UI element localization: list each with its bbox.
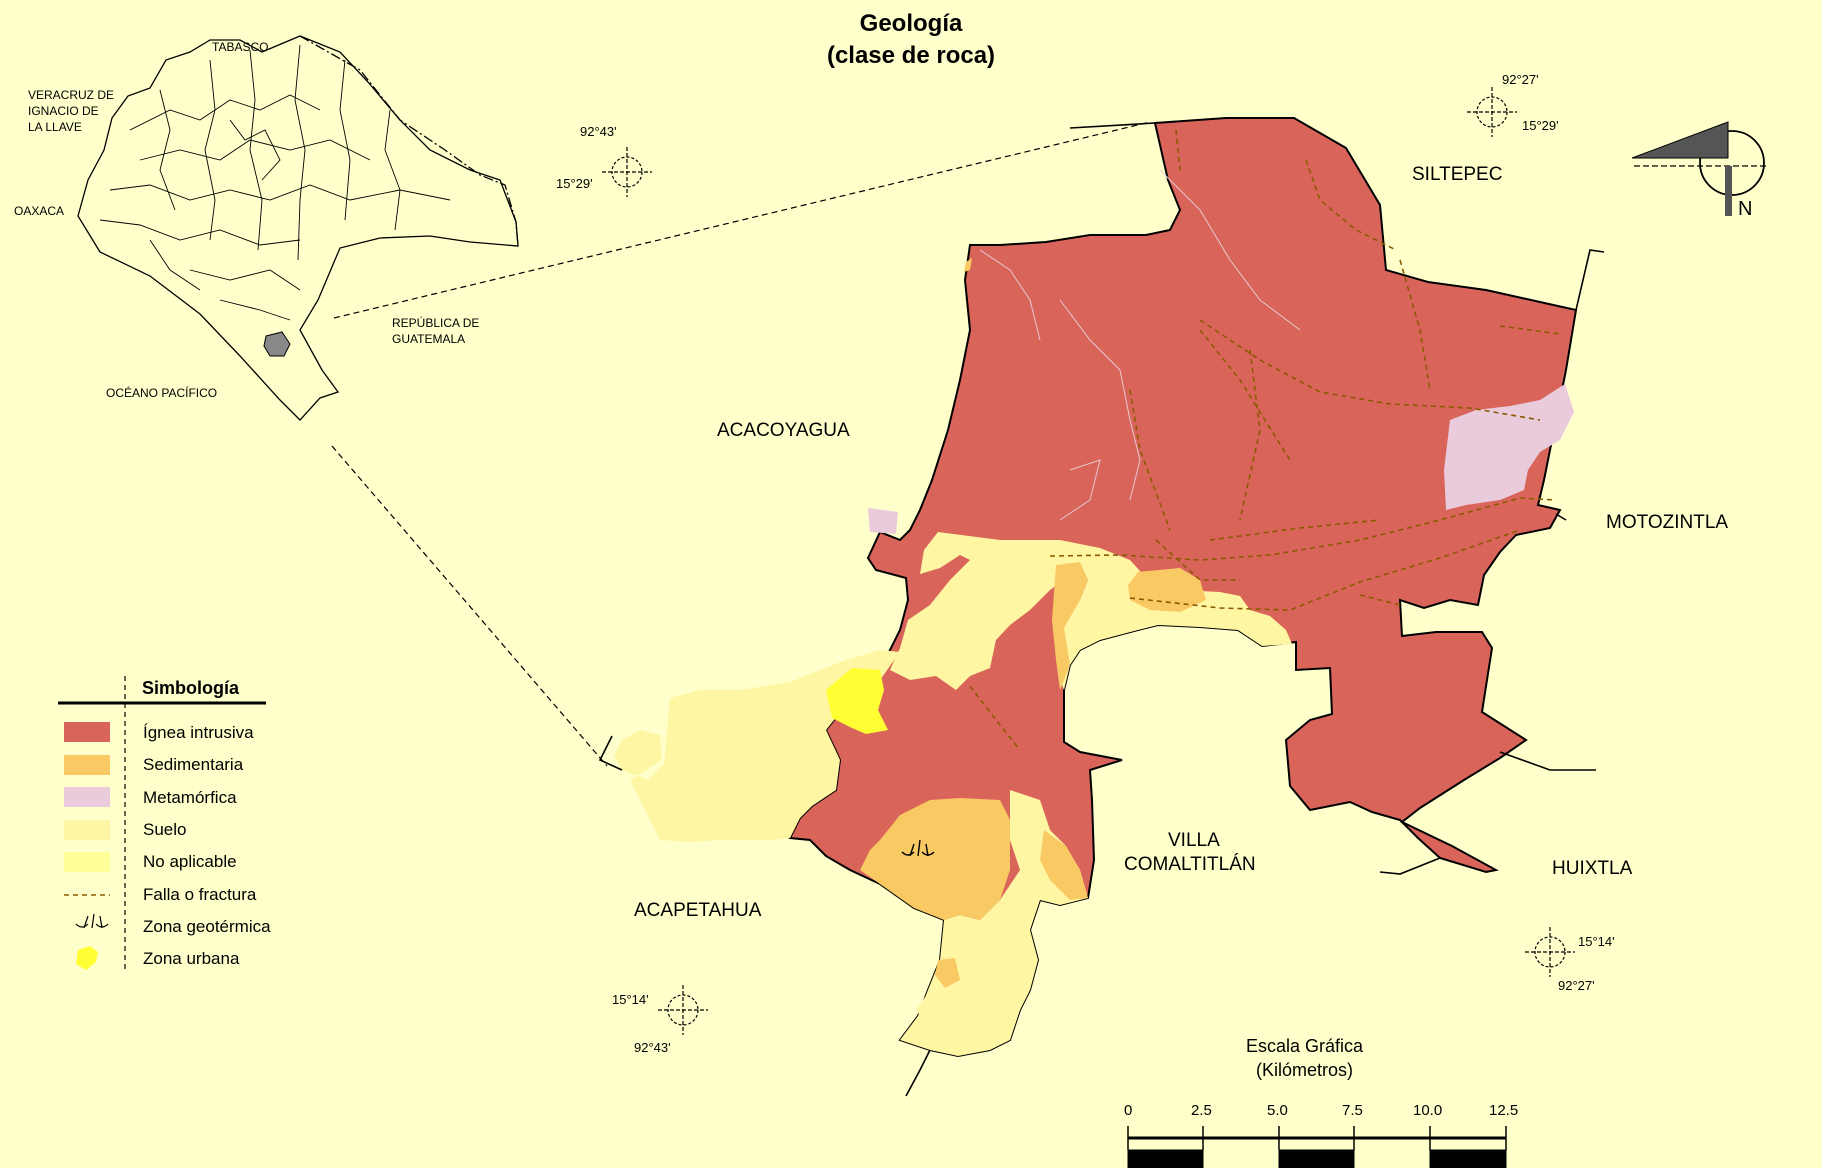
- soil-area-lowland: [916, 950, 990, 1040]
- sedimentary-area-mid: [1052, 562, 1088, 690]
- inset-connector-lines: [331, 121, 1151, 767]
- scale-tick-5: 12.5: [1489, 1102, 1519, 1119]
- coordinate-crosshairs: [602, 87, 1575, 1035]
- inset-municipal-lines: [99, 44, 451, 321]
- geothermal-icon: [901, 839, 935, 857]
- legend-swatch-not-applicable: [64, 852, 110, 872]
- coord-ne-lon: 92°27': [1502, 72, 1539, 87]
- label-motozintla: MOTOZINTLA: [1606, 512, 1729, 533]
- inset-label-guatemala-2: GUATEMALA: [392, 332, 466, 346]
- crosshair-sw-icon: [658, 985, 708, 1035]
- legend-label-sedimentary: Sedimentaria: [143, 755, 244, 774]
- coord-nw-lon: 92°43': [580, 124, 617, 139]
- coord-ne-lat: 15°29': [1522, 118, 1559, 133]
- external-boundary-lines: [598, 122, 1605, 1097]
- label-acacoyagua: ACACOYAGUA: [717, 420, 850, 441]
- river-lines: [979, 169, 1301, 521]
- inset-label-tabasco: TABASCO: [212, 40, 269, 54]
- scale-tick-1: 2.5: [1191, 1102, 1212, 1119]
- inset-state-map: [77, 35, 519, 421]
- scale-tick-4: 10.0: [1413, 1102, 1443, 1119]
- coord-nw-lat: 15°29': [556, 176, 593, 191]
- scale-bar: [1127, 1126, 1507, 1168]
- scale-tick-0: 0: [1124, 1102, 1133, 1119]
- label-acapetahua: ACAPETAHUA: [634, 900, 762, 921]
- coord-se-lon: 92°27': [1558, 978, 1595, 993]
- scale-tick-3: 7.5: [1342, 1102, 1363, 1119]
- label-villa-line1: VILLA: [1168, 830, 1220, 851]
- sedimentary-area-south: [860, 798, 1010, 920]
- inset-dashdot-border: [299, 35, 519, 247]
- map-title-line2: (clase de roca): [826, 42, 996, 69]
- inset-label-veracruz-1: VERACRUZ DE: [28, 88, 115, 102]
- fault-lines: [969, 129, 1561, 751]
- legend-label-soil: Suelo: [143, 820, 187, 839]
- scale-title-line2: (Kilómetros): [1256, 1060, 1354, 1080]
- legend-urban-icon: [76, 946, 98, 970]
- legend-label-geothermal: Zona geotérmica: [143, 917, 271, 936]
- legend-label-fault: Falla o fractura: [143, 885, 257, 904]
- coord-sw-lat: 15°14': [612, 992, 649, 1007]
- scale-tick-2: 5.0: [1267, 1102, 1288, 1119]
- sedimentary-area-north: [1128, 568, 1206, 612]
- inset-label-oaxaca: OAXACA: [14, 204, 65, 218]
- inset-label-veracruz-3: LA LLAVE: [28, 120, 82, 134]
- crosshair-ne-icon: [1467, 87, 1517, 137]
- sedimentary-area-lower: [935, 958, 960, 988]
- north-label: N: [1738, 198, 1753, 220]
- inset-state-outline: [77, 35, 519, 421]
- inset-label-guatemala-1: REPÚBLICA DE: [392, 316, 480, 330]
- crosshair-se-icon: [1525, 927, 1575, 977]
- legend-label-not-applicable: No aplicable: [143, 852, 237, 871]
- crosshair-nw-icon: [602, 147, 652, 197]
- inset-label-veracruz-2: IGNACIO DE: [28, 104, 99, 118]
- municipality-geology: [598, 117, 1605, 1097]
- coord-se-lat: 15°14': [1578, 934, 1615, 949]
- metamorphic-area: [1444, 384, 1574, 510]
- map-title-line1: Geología: [859, 10, 963, 37]
- legend-geothermal-icon: [75, 913, 109, 929]
- label-villa-line2: COMALTITLÁN: [1124, 854, 1256, 875]
- inset-area-highlight: [263, 331, 291, 357]
- legend-title: Simbología: [142, 678, 240, 698]
- inset-label-pacifico: OCÉANO PACÍFICO: [106, 386, 218, 400]
- label-siltepec: SILTEPEC: [1412, 164, 1503, 185]
- legend-swatch-soil: [64, 820, 110, 840]
- urban-zone-area: [826, 668, 888, 734]
- soil-area-north: [890, 532, 1292, 690]
- legend-swatch-sedimentary: [64, 755, 110, 775]
- legend-graphics: [58, 676, 266, 972]
- sedimentary-area-east: [1040, 830, 1088, 900]
- legend-swatch-igneous: [64, 722, 110, 742]
- legend-swatch-metamorphic: [64, 787, 110, 807]
- north-arrow-icon: [1631, 121, 1766, 216]
- legend-label-metamorphic: Metamórfica: [143, 788, 237, 807]
- sedimentary-area-nw: [964, 258, 972, 272]
- metamorphic-area-small: [868, 508, 898, 534]
- coord-sw-lon: 92°43': [634, 1040, 671, 1055]
- legend-label-igneous: Ígnea intrusiva: [143, 723, 254, 742]
- legend-label-urban: Zona urbana: [143, 949, 240, 968]
- label-huixtla: HUIXTLA: [1552, 858, 1633, 879]
- scale-title-line1: Escala Gráfica: [1246, 1036, 1364, 1056]
